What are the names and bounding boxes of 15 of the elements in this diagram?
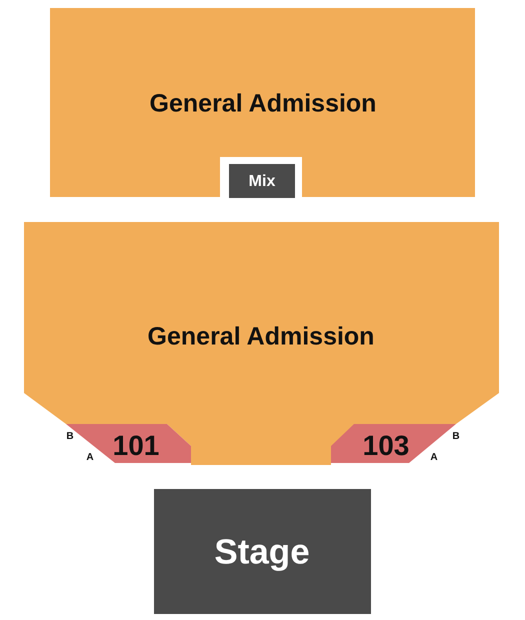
section-label: 101 — [112, 432, 160, 460]
seating-section — [66, 424, 191, 463]
stage — [154, 489, 371, 614]
general-admission-area — [50, 8, 475, 198]
section-label: Mix — [248, 174, 276, 190]
section-label: General Admission — [150, 92, 376, 116]
row-label: B — [452, 432, 460, 442]
row-label: A — [430, 453, 438, 463]
mix-booth — [229, 164, 295, 198]
general-admission-area — [24, 222, 499, 465]
row-label: A — [86, 453, 94, 463]
section-label: Stage — [214, 534, 310, 570]
row-label: B — [66, 432, 74, 442]
section-label: 103 — [362, 432, 410, 460]
section-label: General Admission — [148, 324, 374, 350]
